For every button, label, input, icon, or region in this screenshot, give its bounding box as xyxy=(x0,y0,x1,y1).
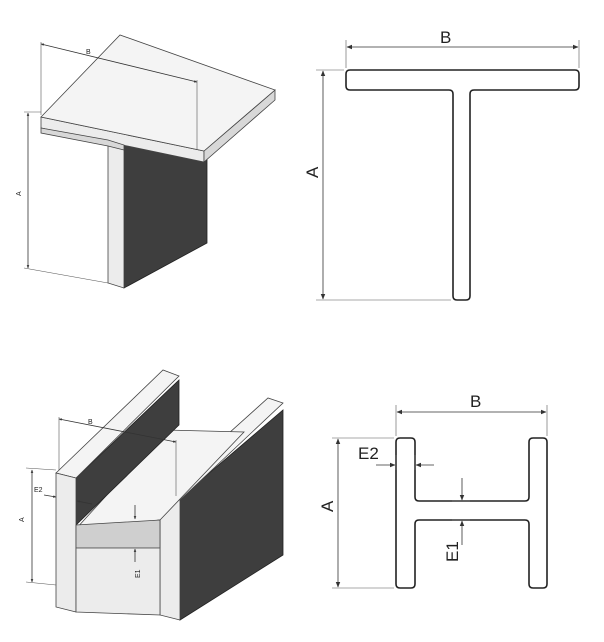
t-iso-label-b: B xyxy=(86,49,91,56)
t-profile-section: B A xyxy=(303,28,580,301)
t-section-label-b: B xyxy=(440,28,451,47)
h-section-label-e2: E2 xyxy=(358,444,379,463)
h-section-outline xyxy=(395,437,548,589)
h-web-section xyxy=(75,519,161,549)
h-section-label-e1: E1 xyxy=(443,541,462,562)
t-section-outline xyxy=(345,69,580,301)
h-profile-isometric: B A E2 E1 xyxy=(19,369,284,621)
h-lower-void xyxy=(75,547,161,616)
t-section-label-a: A xyxy=(303,166,322,178)
t-web-front-face xyxy=(107,139,125,289)
h-iso-label-a: A xyxy=(19,517,26,522)
h-left-flange-front xyxy=(55,472,77,613)
h-section-label-a: A xyxy=(318,500,337,512)
h-iso-label-e2: E2 xyxy=(34,487,43,494)
h-iso-label-b: B xyxy=(88,419,93,426)
h-profile-section: B A E2 E1 xyxy=(318,392,548,589)
h-section-label-b: B xyxy=(470,392,481,411)
t-web-dark-face xyxy=(123,144,208,289)
h-iso-label-e1: E1 xyxy=(135,569,142,578)
t-iso-label-a: A xyxy=(16,191,23,196)
t-profile-isometric: B A xyxy=(16,34,276,289)
t-flange-underside xyxy=(40,127,125,151)
